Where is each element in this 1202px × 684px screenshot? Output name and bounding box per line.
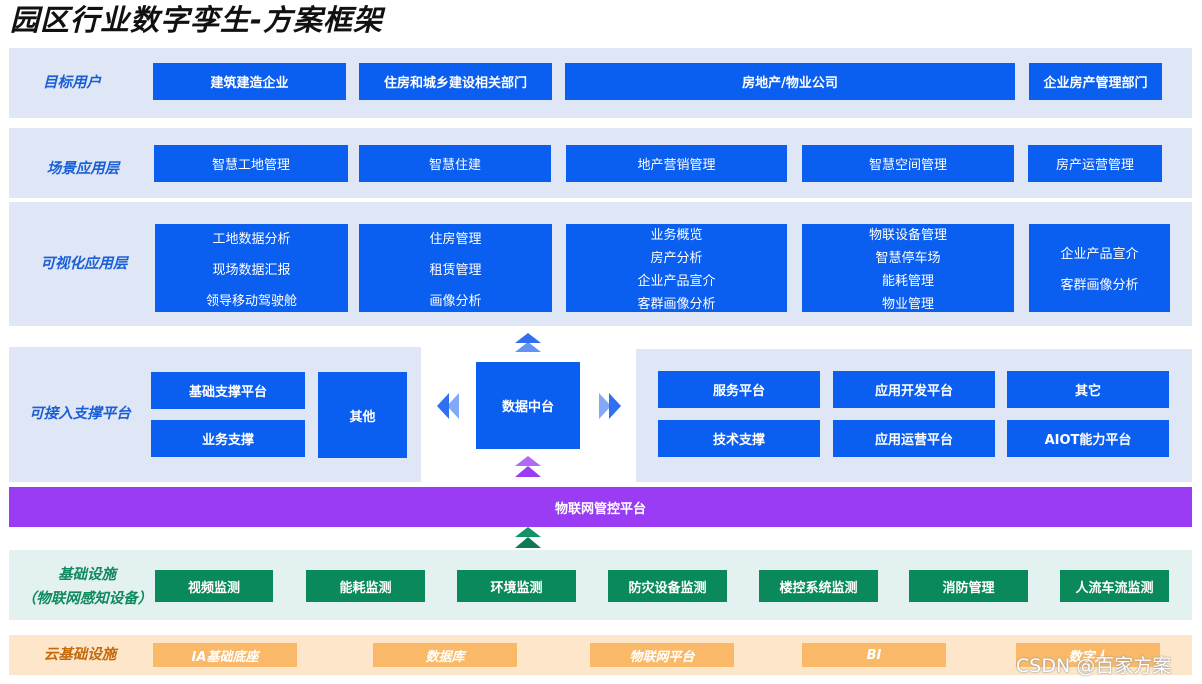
visual-item: 现场数据汇报: [212, 262, 291, 278]
infra-flow: 人流车流监测: [1060, 570, 1169, 602]
visual-app-group-housing: 住房管理 租赁管理 画像分析: [359, 224, 552, 312]
visual-item: 企业产品宣介: [1060, 247, 1139, 262]
data-middle-platform: 数据中台: [476, 362, 580, 449]
visual-item: 客群画像分析: [1060, 278, 1139, 293]
watermark: CSDN @百家方案: [1016, 655, 1172, 677]
support-other: 其他: [318, 372, 407, 458]
visual-item: 物联设备管理: [868, 228, 947, 243]
support-service-platform: 服务平台: [658, 371, 820, 408]
support-others: 其它: [1007, 371, 1169, 408]
label-visual-apps: 可视化应用层: [40, 255, 128, 272]
visual-item: 住房管理: [429, 231, 482, 247]
cloud-iot-platform: 物联网平台: [590, 643, 734, 667]
scene-app-operation: 房产运营管理: [1028, 145, 1162, 182]
visual-item: 工地数据分析: [212, 231, 291, 247]
target-user-housing-dept: 住房和城乡建设相关部门: [359, 63, 552, 100]
arrow-right-icon: [599, 393, 621, 419]
band-support-right: [636, 349, 1192, 482]
label-infrastructure-line2: （物联网感知设备）: [21, 591, 153, 607]
iot-control-platform: 物联网管控平台: [9, 487, 1192, 527]
visual-item: 能耗管理: [881, 274, 934, 289]
visual-item: 智慧停车场: [875, 251, 941, 266]
scene-app-smart-site: 智慧工地管理: [154, 145, 348, 182]
support-business: 业务支撑: [151, 420, 305, 457]
visual-item: 业务概览: [650, 228, 703, 243]
visual-item: 画像分析: [429, 293, 482, 309]
label-support-platform: 可接入支撑平台: [29, 406, 131, 423]
label-infrastructure: 基础设施 （物联网感知设备）: [9, 556, 165, 618]
label-target-users: 目标用户: [43, 74, 101, 91]
visual-item: 客群画像分析: [637, 297, 716, 312]
target-user-construction: 建筑建造企业: [153, 63, 346, 100]
arrow-up-icon: [515, 333, 541, 352]
target-user-real-estate: 房地产/物业公司: [565, 63, 1015, 100]
label-infrastructure-line1: 基础设施: [58, 566, 116, 583]
visual-item: 企业产品宣介: [637, 274, 716, 289]
label-scene-apps: 场景应用层: [46, 160, 120, 177]
visual-app-group-site: 工地数据分析 现场数据汇报 领导移动驾驶舱: [155, 224, 348, 312]
visual-app-group-real-estate: 业务概览 房产分析 企业产品宣介 客群画像分析: [566, 224, 787, 312]
visual-item: 物业管理: [881, 297, 934, 312]
support-basic-platform: 基础支撑平台: [151, 372, 305, 409]
support-aiot-platform: AIOT能力平台: [1007, 420, 1169, 457]
arrow-left-icon: [437, 393, 459, 419]
scene-app-space: 智慧空间管理: [802, 145, 1014, 182]
visual-item: 领导移动驾驶舱: [205, 293, 297, 309]
label-cloud: 云基础设施: [43, 646, 117, 663]
support-tech: 技术支撑: [658, 420, 820, 457]
infra-disaster: 防灾设备监测: [608, 570, 727, 602]
infra-building-control: 楼控系统监测: [759, 570, 878, 602]
visual-app-group-space: 物联设备管理 智慧停车场 能耗管理 物业管理: [802, 224, 1014, 312]
visual-app-group-enterprise: 企业产品宣介 客群画像分析: [1029, 224, 1170, 312]
cloud-database: 数据库: [373, 643, 517, 667]
scene-app-marketing: 地产营销管理: [566, 145, 787, 182]
page-title: 园区行业数字孪生-方案框架: [10, 3, 384, 37]
infra-environment: 环境监测: [457, 570, 576, 602]
cloud-digital-human: 数字人: [1016, 643, 1160, 667]
support-app-dev-platform: 应用开发平台: [833, 371, 995, 408]
infra-video: 视频监测: [155, 570, 273, 602]
visual-item: 租赁管理: [429, 262, 482, 278]
support-app-ops-platform: 应用运营平台: [833, 420, 995, 457]
target-user-enterprise-property: 企业房产管理部门: [1029, 63, 1162, 100]
arrow-up-purple-icon: [515, 456, 541, 477]
infra-fire: 消防管理: [909, 570, 1028, 602]
scene-app-smart-housing: 智慧住建: [359, 145, 551, 182]
cloud-bi: BI: [802, 643, 946, 667]
arrow-up-green-icon: [515, 527, 541, 548]
cloud-ia-base: IA基础底座: [153, 643, 297, 667]
infra-energy: 能耗监测: [306, 570, 425, 602]
visual-item: 房产分析: [650, 251, 703, 266]
